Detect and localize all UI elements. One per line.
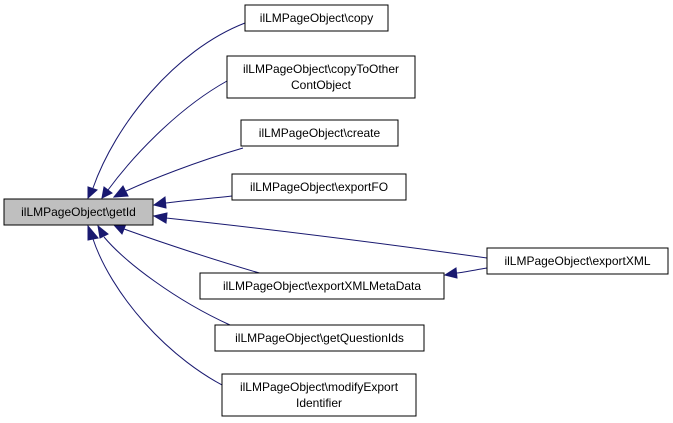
nodes-layer: ilLMPageObject\getId ilLMPageObject\copy…: [3, 4, 669, 417]
node-copy[interactable]: ilLMPageObject\copy: [244, 4, 389, 32]
edge-getquestionids-to-getid: [103, 236, 231, 326]
node-modifyexport[interactable]: ilLMPageObject\modifyExport Identifier: [221, 373, 417, 417]
arrowhead-getquestionids-to-getid: [97, 224, 109, 239]
node-create[interactable]: ilLMPageObject\create: [240, 119, 399, 147]
arrowhead-copy-to-getid: [87, 186, 98, 200]
node-exportxml[interactable]: ilLMPageObject\exportXML: [486, 247, 669, 275]
node-copy-box: [244, 4, 389, 32]
node-exportfo[interactable]: ilLMPageObject\exportFO: [231, 173, 407, 201]
arrowhead-modifyexport-to-getid: [87, 224, 99, 241]
node-getid-label: ilLMPageObject\getId: [21, 205, 136, 219]
node-copytoother-label-line1: ilLMPageObject\copyToOther: [243, 62, 399, 76]
node-create-label: ilLMPageObject\create: [259, 126, 381, 140]
edge-exportxmlmetadata-to-getid: [123, 228, 271, 277]
edges-layer: [87, 22, 488, 394]
arrowhead-copytoother-to-getid: [101, 186, 113, 199]
node-exportfo-label: ilLMPageObject\exportFO: [250, 180, 388, 194]
arrowhead-exportxml-to-getid: [152, 212, 168, 224]
node-exportxml-label: ilLMPageObject\exportXML: [504, 254, 650, 268]
node-getid-box: [3, 198, 154, 226]
node-exportxmlmetadata[interactable]: ilLMPageObject\exportXMLMetaData: [199, 272, 445, 300]
edge-exportfo-to-getid: [165, 195, 233, 204]
node-getid[interactable]: ilLMPageObject\getId: [3, 198, 154, 226]
node-modifyexport-box: [221, 373, 417, 417]
arrowhead-create-to-getid: [112, 185, 129, 198]
node-copy-label: ilLMPageObject\copy: [260, 11, 373, 25]
node-exportxml-box: [486, 247, 669, 275]
node-getquestionids[interactable]: ilLMPageObject\getQuestionIds: [214, 324, 425, 352]
node-exportfo-box: [231, 173, 407, 201]
edge-copy-to-getid: [92, 22, 246, 189]
node-exportxmlmetadata-label: ilLMPageObject\exportXMLMetaData: [223, 279, 421, 293]
node-modifyexport-label-line2: Identifier: [296, 396, 342, 410]
edge-modifyexport-to-getid: [92, 238, 239, 394]
node-copytoother-box: [226, 55, 416, 99]
node-getquestionids-label: ilLMPageObject\getQuestionIds: [235, 331, 404, 345]
node-copytoother-label-line2: ContObject: [291, 78, 352, 92]
arrowhead-exportfo-to-getid: [152, 196, 167, 209]
node-exportxmlmetadata-box: [199, 272, 445, 300]
node-create-box: [240, 119, 399, 147]
edge-copytoother-to-getid: [107, 80, 228, 191]
edge-create-to-getid: [125, 147, 244, 192]
arrowhead-exportxml-to-exportxmlmetadata: [443, 267, 458, 279]
node-copytoother[interactable]: ilLMPageObject\copyToOther ContObject: [226, 55, 416, 99]
edge-exportxml-to-getid: [165, 217, 488, 259]
node-modifyexport-label-line1: ilLMPageObject\modifyExport: [240, 380, 399, 394]
node-getquestionids-box: [214, 324, 425, 352]
edge-exportxml-to-exportxmlmetadata: [456, 267, 488, 274]
